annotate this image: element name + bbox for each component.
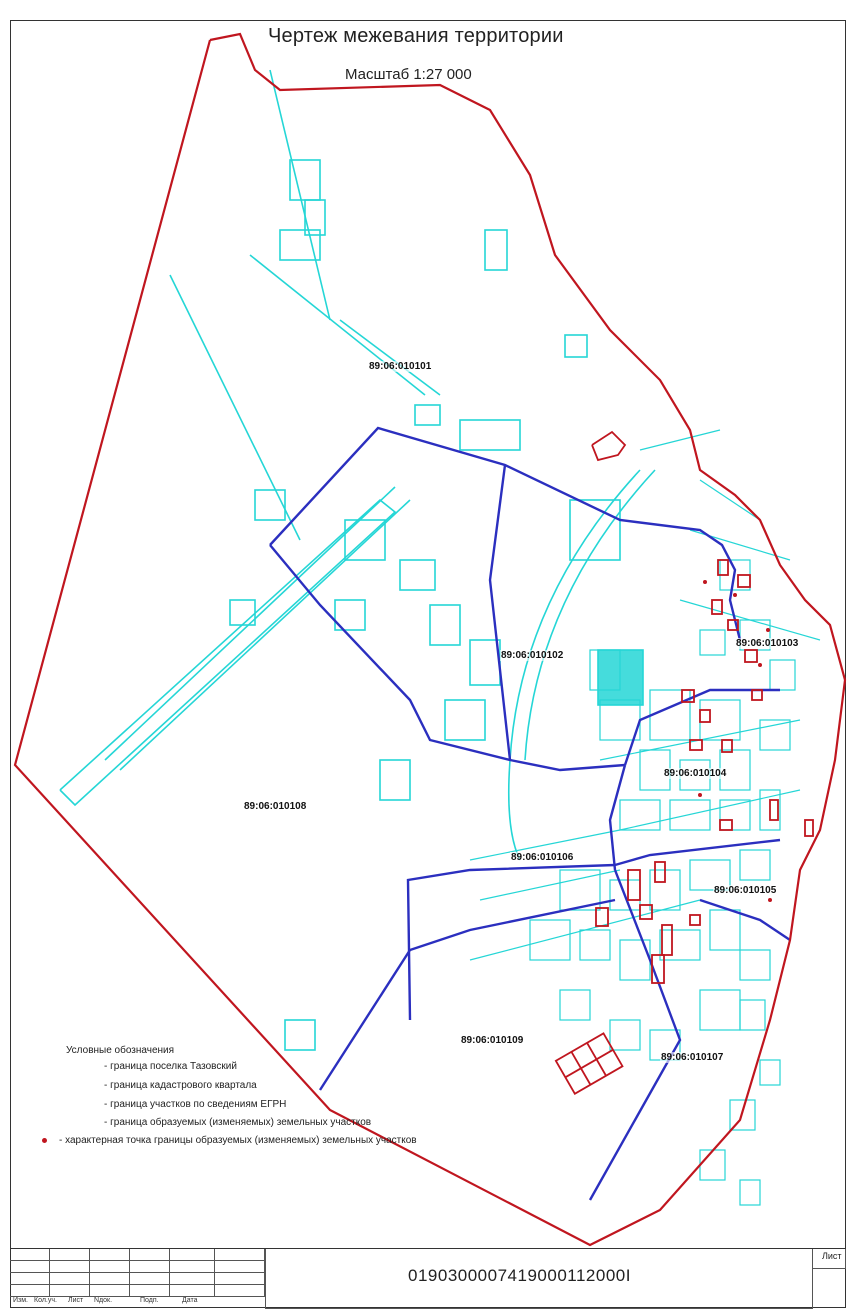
sheet-label: Лист (822, 1251, 842, 1261)
stamp-column-header: Дата (182, 1297, 198, 1304)
quarter-boundaries (269, 426, 791, 1201)
stamp-cell (90, 1249, 130, 1261)
legend-label: - граница образуемых (изменяемых) земель… (104, 1117, 372, 1128)
stamp-cell (130, 1273, 170, 1285)
stamp-column-header: Подп. (140, 1297, 159, 1304)
stamp-cell (170, 1261, 215, 1273)
legend-label: - граница поселка Тазовский (104, 1061, 237, 1072)
legend-label: - граница кадастрового квартала (104, 1080, 257, 1091)
stamp-cell (215, 1249, 265, 1261)
quarter-label: 89:06:010107 (660, 1052, 725, 1063)
stamp-cell (10, 1273, 50, 1285)
stamp-cell (10, 1261, 50, 1273)
stamp-cell (170, 1285, 215, 1297)
quarter-label: 89:06:010105 (713, 885, 778, 896)
stamp-cell (90, 1285, 130, 1297)
quarter-label: 89:06:010103 (735, 638, 800, 649)
stamp-cell (130, 1249, 170, 1261)
stamp-cell (130, 1261, 170, 1273)
quarter-label: 89:06:010104 (663, 768, 728, 779)
stamp-column-header: Nдок. (94, 1297, 113, 1304)
legend-title: Условные обозначения (66, 1045, 175, 1056)
legend-label: - характерная точка границы образуемых (… (59, 1135, 417, 1146)
quarter-label: 89:06:010106 (510, 852, 575, 863)
stamp-cell (90, 1273, 130, 1285)
document-number: 0190300007419000112000I (408, 1266, 631, 1285)
legend-item-egrn-parcels: - граница участков по сведениям ЕГРН (14, 1099, 634, 1113)
stamp-cell (215, 1261, 265, 1273)
stamp-sheet-cell (813, 1249, 846, 1269)
stamp-cell (215, 1285, 265, 1297)
legend-item-settlement-boundary: - граница поселка Тазовский (14, 1061, 634, 1075)
characteristic-points (698, 580, 772, 902)
quarter-label: 89:06:010101 (368, 361, 433, 372)
stamp-cell (50, 1285, 90, 1297)
stamp-cell (10, 1285, 50, 1297)
map-scale: Масштаб 1:27 000 (345, 66, 472, 83)
stamp-cell (50, 1273, 90, 1285)
stamp-column-header: Лист (68, 1297, 84, 1304)
stamp-column-header: Кол.уч. (34, 1297, 57, 1304)
quarter-label: 89:06:010108 (243, 801, 308, 812)
map-title: Чертеж межевания территории (268, 25, 564, 47)
legend-item-characteristic-point: - характерная точка границы образуемых (… (14, 1135, 634, 1149)
stamp-cell (130, 1285, 170, 1297)
legend-label: - граница участков по сведениям ЕГРН (104, 1099, 287, 1110)
quarter-label: 89:06:010102 (500, 650, 565, 661)
drawing-sheet (10, 20, 846, 1308)
legend-item-new-parcels: - граница образуемых (изменяемых) земель… (14, 1117, 634, 1131)
stamp-main-cell (265, 1249, 813, 1309)
stamp-cell (50, 1261, 90, 1273)
stamp-cell (90, 1261, 130, 1273)
stamp-cell (10, 1249, 50, 1261)
stamp-cell (50, 1249, 90, 1261)
point-marker-icon (42, 1138, 47, 1143)
legend-item-quarter-boundary: - граница кадастрового квартала (14, 1080, 634, 1094)
quarter-label: 89:06:010109 (460, 1035, 525, 1046)
stamp-column-header: Изм. (13, 1297, 28, 1304)
stamp-cell (170, 1273, 215, 1285)
new-parcels (554, 430, 814, 1095)
title-block: Изм. Кол.уч. Лист Nдок. Подп. Дата 01903… (10, 1248, 846, 1309)
stamp-cell (215, 1273, 265, 1285)
settlement-boundary (13, 32, 847, 1247)
egrn-parcels (59, 69, 821, 1206)
stamp-cell (170, 1249, 215, 1261)
